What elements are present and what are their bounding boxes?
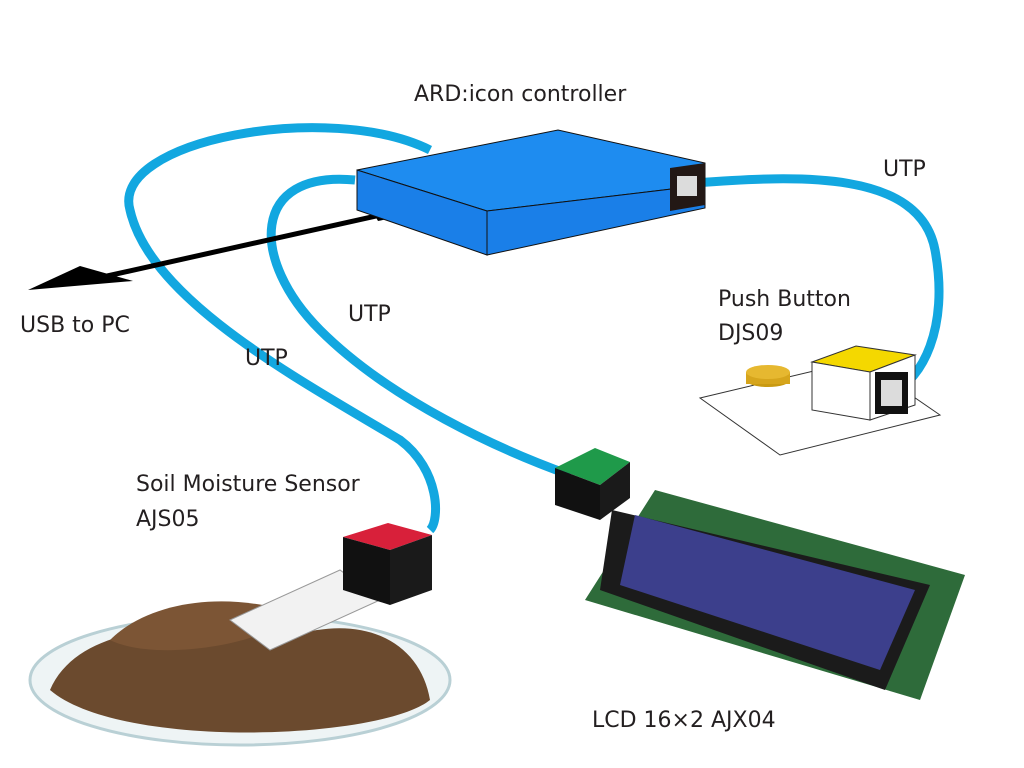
soil-sensor-code: AJS05 <box>136 507 200 532</box>
usb-arrow <box>28 203 418 290</box>
controller-label: ARD:icon controller <box>414 82 627 107</box>
soil-sensor-name: Soil Moisture Sensor <box>136 472 360 497</box>
soil-sensor-jack <box>343 523 432 550</box>
utp-label-soil: UTP <box>245 346 288 371</box>
lcd-utp-jack <box>555 448 630 485</box>
utp-cable-button <box>694 174 944 395</box>
usb-label: USB to PC <box>20 313 130 338</box>
utp-cable-lcd <box>266 174 572 480</box>
controller-box <box>356 129 706 256</box>
lcd-label: LCD 16×2 AJX04 <box>592 708 776 733</box>
utp-label-button: UTP <box>883 157 926 182</box>
push-button-code: DJS09 <box>718 321 784 346</box>
push-button-module <box>698 345 942 456</box>
lcd-module <box>555 448 965 700</box>
utp-cable-soil <box>124 123 440 534</box>
soil-dish <box>28 523 452 747</box>
utp-label-lcd: UTP <box>348 302 391 327</box>
push-button-name: Push Button <box>718 287 851 312</box>
